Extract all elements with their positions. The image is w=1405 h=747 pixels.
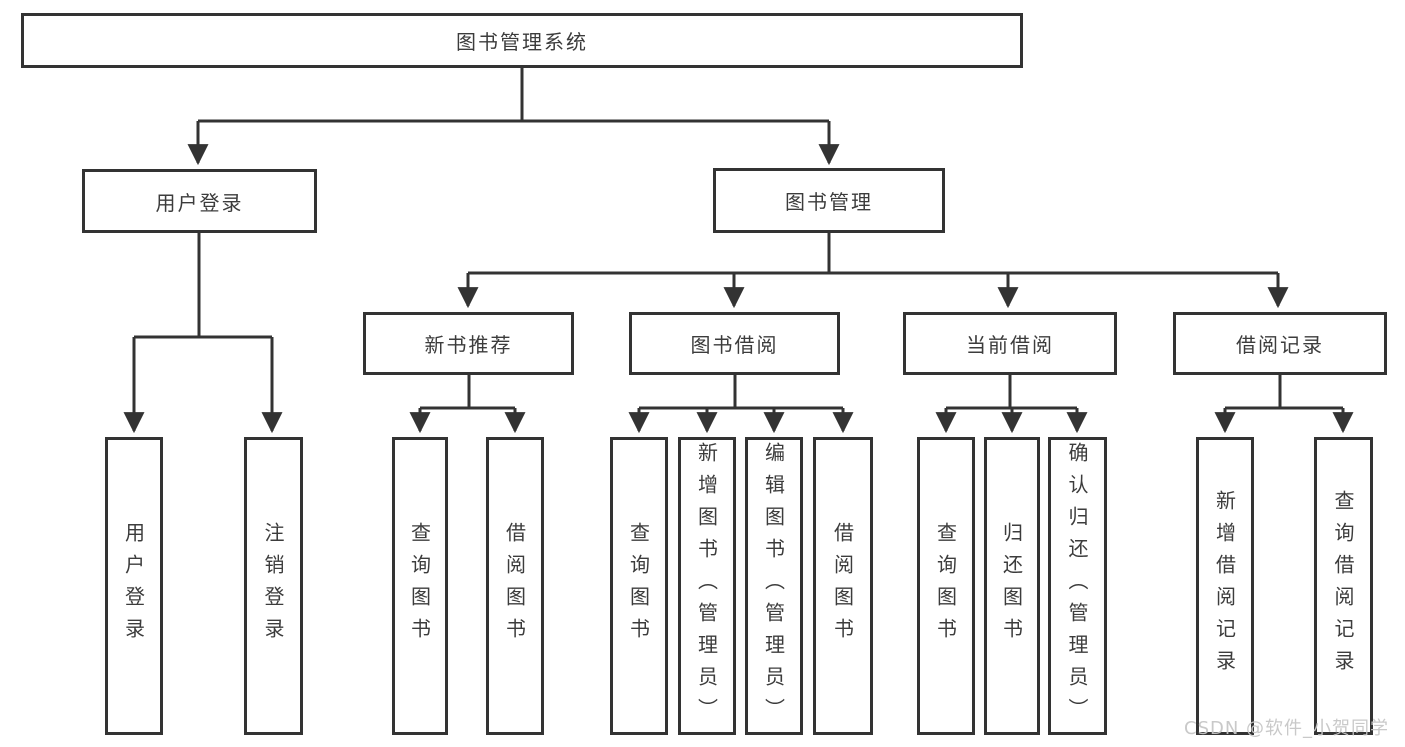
leaf-bb-add-books-admin: 新增图书（管理员） [678, 437, 736, 735]
leaf-br-add-record: 新增借阅记录 [1196, 437, 1254, 735]
node-book-management: 图书管理 [713, 168, 945, 233]
leaf-cb-return-books: 归还图书 [984, 437, 1040, 735]
leaf-bb-edit-books-admin: 编辑图书（管理员） [745, 437, 803, 735]
leaf-cb-confirm-return-admin: 确认归还（管理员） [1048, 437, 1107, 735]
leaf-bb-query-books: 查询图书 [610, 437, 668, 735]
leaf-logout-login: 注销登录 [244, 437, 303, 735]
leaf-br-query-record-label: 查询借阅记录 [1331, 490, 1355, 682]
leaf-nbr-query-books: 查询图书 [392, 437, 448, 735]
leaf-br-query-record: 查询借阅记录 [1314, 437, 1373, 735]
node-root-library-management-system: 图书管理系统 [21, 13, 1023, 68]
leaf-bb-borrow-books-label: 借阅图书 [830, 522, 855, 650]
node-current-borrow: 当前借阅 [903, 312, 1117, 375]
leaf-nbr-borrow-books-label: 借阅图书 [502, 522, 527, 650]
leaf-bb-query-books-label: 查询图书 [626, 522, 651, 650]
csdn-watermark: CSDN @软件_小贺同学 [1184, 718, 1390, 739]
leaf-cb-query-books-label: 查询图书 [933, 522, 958, 650]
leaf-br-add-record-label: 新增借阅记录 [1212, 490, 1237, 682]
leaf-cb-query-books: 查询图书 [917, 437, 975, 735]
leaf-cb-confirm-return-admin-label: 确认归还（管理员） [1065, 442, 1089, 730]
leaf-user-login: 用户登录 [105, 437, 163, 735]
node-borrow-records: 借阅记录 [1173, 312, 1387, 375]
leaf-bb-add-books-admin-label: 新增图书（管理员） [694, 442, 719, 730]
node-user-login: 用户登录 [82, 169, 317, 233]
leaf-logout-login-label: 注销登录 [261, 522, 285, 650]
leaf-user-login-label: 用户登录 [121, 522, 146, 650]
leaf-cb-return-books-label: 归还图书 [999, 522, 1024, 650]
leaf-bb-edit-books-admin-label: 编辑图书（管理员） [761, 442, 786, 730]
node-book-borrow: 图书借阅 [629, 312, 840, 375]
leaf-nbr-query-books-label: 查询图书 [407, 522, 432, 650]
leaf-nbr-borrow-books: 借阅图书 [486, 437, 544, 735]
leaf-bb-borrow-books: 借阅图书 [813, 437, 873, 735]
node-new-book-recommend: 新书推荐 [363, 312, 574, 375]
